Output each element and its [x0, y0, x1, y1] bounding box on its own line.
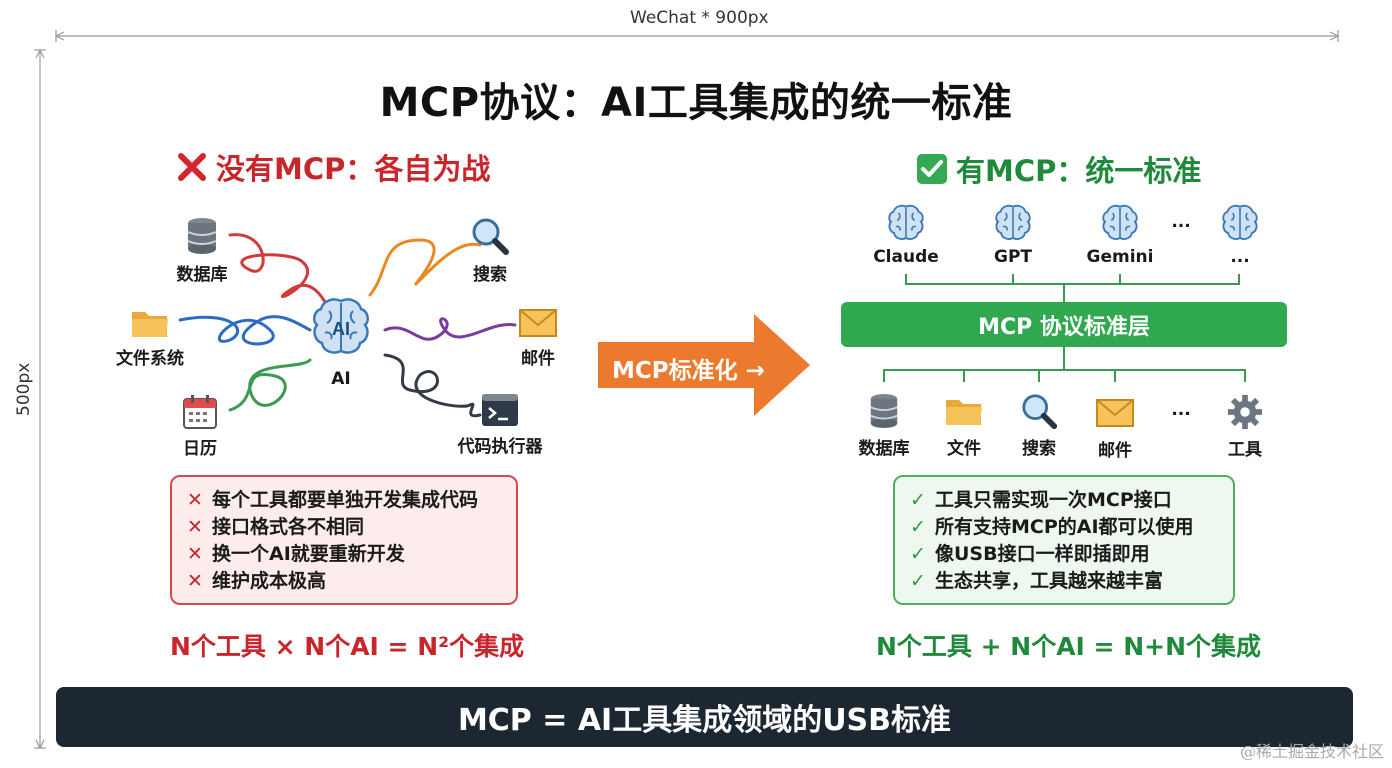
brain-icon — [1222, 204, 1258, 240]
node-mail-label: 邮件 — [521, 349, 555, 369]
brain-icon: AI — [312, 298, 370, 354]
benefit-item: ✓所有支持MCP的AI都可以使用 — [907, 514, 1233, 541]
node-search-label: 搜索 — [473, 265, 507, 285]
folder-icon — [946, 400, 982, 425]
node-filesystem-label: 文件系统 — [116, 349, 184, 369]
magnifier-icon — [1022, 394, 1058, 430]
calendar-icon — [183, 395, 217, 429]
problem-item: ✕换一个AI就要重新开发 — [184, 541, 516, 568]
check-icon — [917, 154, 947, 184]
database-icon — [870, 394, 898, 428]
right-heading-text: 有MCP：统一标准 — [956, 154, 1202, 188]
right-heading: 有MCP：统一标准 — [916, 148, 1201, 190]
brain-icon — [1102, 204, 1138, 240]
left-formula: N个工具 × N个AI = N²个集成 — [170, 632, 525, 661]
envelope-icon — [519, 309, 557, 337]
cross-icon: ✕ — [187, 516, 203, 538]
folder-icon — [132, 312, 168, 337]
tool-search-label: 搜索 — [1022, 439, 1056, 459]
tools-ellipsis: ... — [1171, 400, 1191, 420]
tool-database-label: 数据库 — [858, 439, 910, 459]
transition-arrow-label: MCP标准化 → — [612, 358, 765, 384]
terminal-icon — [482, 394, 518, 426]
problem-item: ✕接口格式各不相同 — [184, 514, 516, 541]
tool-generic: 工具 — [1213, 393, 1277, 460]
checkmark-icon: ✓ — [910, 543, 926, 565]
benefit-item: ✓像USB接口一样即插即用 — [907, 541, 1233, 568]
benefit-item: ✓生态共享，工具越来越丰富 — [907, 568, 1233, 595]
models-ellipsis: ... — [1171, 212, 1191, 232]
model-claude: Claude — [866, 203, 946, 267]
svg-text:AI: AI — [332, 319, 350, 339]
tangled-connections — [178, 233, 517, 418]
left-heading: 没有MCP：各自为战 — [176, 146, 490, 188]
tool-search: 搜索 — [1007, 392, 1071, 459]
cross-icon: ✕ — [187, 543, 203, 565]
magnifier-icon — [472, 218, 509, 255]
database-icon — [187, 218, 217, 254]
tool-file-label: 文件 — [947, 439, 981, 459]
problems-box: ✕每个工具都要单独开发集成代码 ✕接口格式各不相同 ✕换一个AI就要重新开发 ✕… — [170, 475, 518, 605]
ai-center-node: AI AI — [309, 295, 373, 389]
watermark: @稀土掘金技术社区 — [1239, 742, 1384, 761]
brain-icon — [995, 204, 1031, 240]
node-code-label: 代码执行器 — [457, 437, 543, 457]
right-formula: N个工具 + N个AI = N+N个集成 — [876, 632, 1261, 661]
node-calendar: 日历 — [168, 394, 232, 459]
model-gemini-label: Gemini — [1086, 247, 1154, 267]
node-code: 代码执行器 — [448, 392, 552, 457]
node-calendar-label: 日历 — [183, 439, 217, 459]
model-more: ... — [1200, 203, 1280, 267]
cross-icon: ✕ — [187, 570, 203, 592]
node-mail: 邮件 — [506, 308, 570, 369]
node-search: 搜索 — [458, 216, 522, 285]
tool-database: 数据库 — [852, 392, 916, 459]
model-gpt-label: GPT — [993, 247, 1032, 267]
problem-item: ✕维护成本极高 — [184, 568, 516, 595]
node-database: 数据库 — [170, 216, 234, 285]
envelope-icon — [1096, 399, 1134, 427]
model-gpt: GPT — [973, 203, 1053, 267]
benefits-box: ✓工具只需实现一次MCP接口 ✓所有支持MCP的AI都可以使用 ✓像USB接口一… — [893, 475, 1235, 605]
checkmark-icon: ✓ — [910, 489, 926, 511]
footer-banner: MCP = AI工具集成领域的USB标准 — [56, 687, 1353, 747]
cross-icon: ✕ — [187, 489, 203, 511]
tool-mail: 邮件 — [1083, 398, 1147, 461]
benefit-item: ✓工具只需实现一次MCP接口 — [907, 487, 1233, 514]
tool-generic-label: 工具 — [1228, 440, 1262, 460]
checkmark-icon: ✓ — [910, 516, 926, 538]
model-gemini: Gemini — [1080, 203, 1160, 267]
tool-file: 文件 — [932, 394, 996, 459]
left-heading-text: 没有MCP：各自为战 — [216, 152, 491, 186]
checkmark-icon: ✓ — [910, 570, 926, 592]
cross-icon — [178, 153, 206, 181]
width-dimension-label: WeChat * 900px — [626, 8, 773, 28]
gear-icon — [1227, 394, 1263, 430]
layer-connectors — [883, 274, 1246, 382]
model-claude-label: Claude — [873, 247, 939, 267]
node-database-label: 数据库 — [176, 265, 228, 285]
ai-center-label: AI — [331, 369, 351, 389]
tool-mail-label: 邮件 — [1098, 441, 1132, 461]
page-title: MCP协议：AI工具集成的统一标准 — [379, 80, 1013, 126]
brain-icon — [888, 204, 924, 240]
transition-arrow — [598, 314, 810, 416]
problem-item: ✕每个工具都要单独开发集成代码 — [184, 487, 516, 514]
height-dimension-label: 500px — [14, 358, 34, 420]
node-filesystem: 文件系统 — [108, 306, 192, 369]
mcp-protocol-layer: MCP 协议标准层 — [841, 302, 1287, 347]
model-more-label: ... — [1230, 247, 1250, 267]
